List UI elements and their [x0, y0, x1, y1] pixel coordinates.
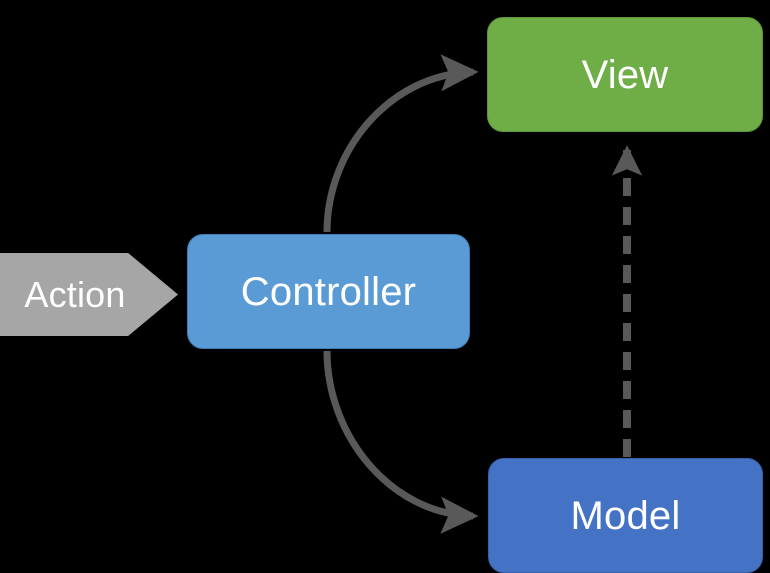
node-view-label: View	[581, 52, 669, 97]
node-action[interactable]: Action	[0, 253, 178, 336]
node-controller[interactable]: Controller	[187, 234, 470, 349]
node-view[interactable]: View	[487, 17, 763, 132]
node-model[interactable]: Model	[488, 458, 763, 573]
connector-controller-to-model	[323, 350, 479, 534]
node-action-label: Action	[24, 273, 126, 315]
node-controller-label: Controller	[240, 269, 417, 314]
connector-controller-to-view	[323, 54, 479, 233]
node-model-label: Model	[570, 493, 681, 538]
